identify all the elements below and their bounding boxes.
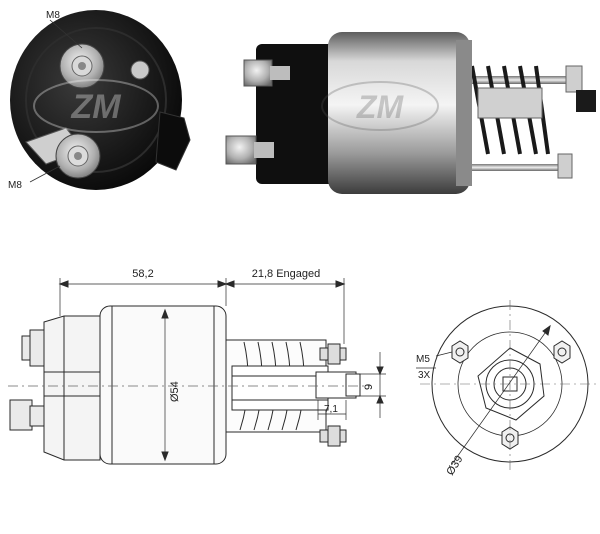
lower-terminal	[25, 127, 101, 179]
dim-length-label: 58,2	[132, 268, 153, 280]
end-cap-photo: ZM M8 M8	[8, 10, 191, 191]
m5-stud-2	[553, 340, 571, 364]
side-drawing	[8, 278, 386, 465]
svg-text:ZM: ZM	[70, 88, 121, 126]
end-drawing	[416, 300, 600, 470]
callout-m8-lower: M8	[8, 180, 22, 191]
bolt-circle-label: Ø39	[444, 454, 465, 478]
svg-text:ZM: ZM	[356, 89, 405, 125]
dim-offset-label: 7,1	[324, 404, 338, 415]
upper-terminal	[59, 43, 105, 89]
side-photo: ZM	[225, 32, 596, 194]
watermark-logo-side: ZM	[321, 81, 439, 131]
watermark-logo: ZM	[33, 79, 159, 133]
m5-stud-1	[451, 340, 469, 364]
dim-diameter-label: Ø54	[169, 381, 181, 402]
callout-m8-upper: M8	[46, 10, 60, 21]
thread-count-label: 3X	[418, 370, 431, 381]
dim-engaged-label: 21,8 Engaged	[252, 268, 321, 280]
dim-height-label: 9	[363, 384, 375, 390]
thread-label: M5	[416, 354, 430, 365]
